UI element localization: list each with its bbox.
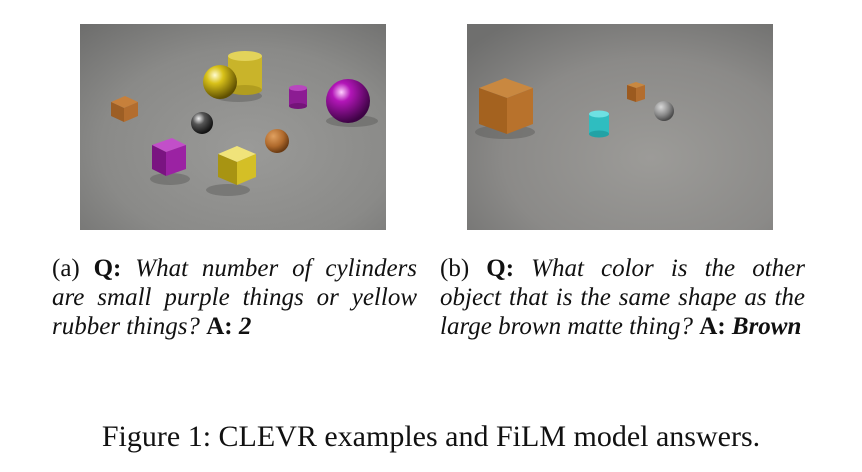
gray-sphere: [191, 112, 213, 134]
brown-cube: [111, 96, 138, 122]
purple-cylinder: [289, 85, 307, 109]
answer-label: A:: [699, 313, 726, 340]
gray-rubber-sphere: [654, 101, 674, 121]
question-label: Q:: [486, 255, 515, 282]
answer-label: A:: [206, 313, 233, 340]
subcaption-label: (b): [440, 255, 470, 282]
question-label: Q:: [93, 255, 122, 282]
figure-caption: Figure 1: CLEVR examples and FiLM model …: [101, 420, 761, 453]
subcaption-a: (a) Q: What number of cylinders are smal…: [52, 254, 417, 341]
subcaption-label: (a): [52, 255, 80, 282]
question-text: What color is the other object that is t…: [440, 255, 806, 340]
purple-cube: [152, 138, 186, 176]
large-brown-cube: [479, 78, 533, 134]
gold-sphere: [203, 65, 237, 99]
brown-sphere: [265, 129, 289, 153]
purple-sphere: [326, 79, 370, 123]
yellow-cylinder: [228, 51, 262, 95]
answer-text: 2: [238, 313, 252, 340]
scene-image-a: [80, 24, 386, 230]
small-brown-cube: [627, 82, 645, 102]
answer-text: Brown: [731, 313, 802, 340]
scene-image-b: [467, 24, 773, 230]
yellow-cube: [218, 146, 256, 185]
subcaption-b: (b) Q: What color is the other object th…: [440, 254, 805, 341]
cyan-cylinder: [589, 110, 609, 138]
question-text: What number of cylinders are small purpl…: [52, 255, 418, 340]
